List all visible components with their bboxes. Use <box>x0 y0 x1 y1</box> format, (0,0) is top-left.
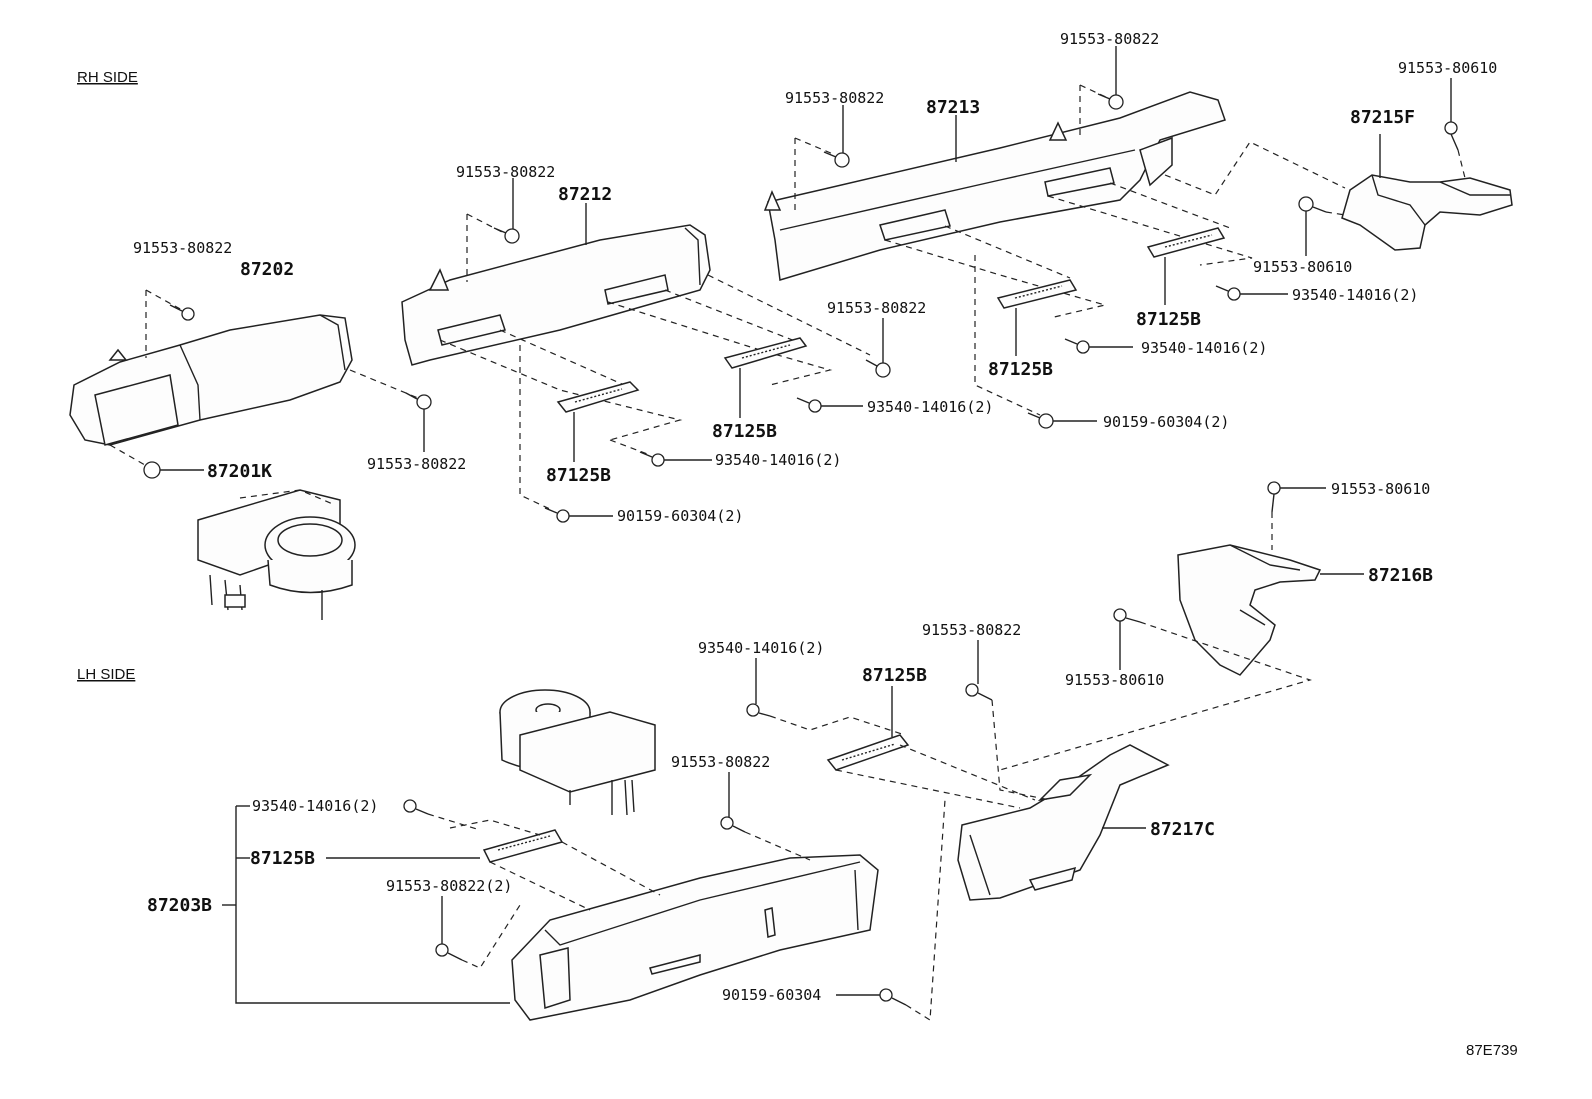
label-87213: 87213 <box>926 97 980 118</box>
label-90159-c: 90159-60304 <box>722 986 821 1004</box>
label-93540-b: 93540-14016(2) <box>867 398 993 416</box>
blower-motor-lh <box>499 689 656 816</box>
label-91553-80822-2: 91553-80822(2) <box>386 877 512 895</box>
label-91553-80610-b: 91553-80610 <box>1253 258 1352 276</box>
label-93540-e: 93540-14016(2) <box>698 639 824 657</box>
label-91553-80822-f: 91553-80822 <box>827 299 926 317</box>
label-91553-80610-c: 91553-80610 <box>1331 480 1430 498</box>
bolt-icon <box>965 683 993 701</box>
label-87212: 87212 <box>558 184 612 205</box>
screw-icon <box>1215 285 1241 301</box>
screw-icon <box>1064 338 1090 354</box>
label-93540-a: 93540-14016(2) <box>715 451 841 469</box>
plug-icon <box>143 461 161 479</box>
label-91553-80822-e: 91553-80822 <box>1060 30 1159 48</box>
screw-icon <box>746 703 771 717</box>
label-87125b-f: 87125B <box>250 848 315 869</box>
bolt-icon <box>493 227 520 244</box>
duct-87216b <box>1177 544 1322 676</box>
label-87216b: 87216B <box>1368 565 1433 586</box>
label-87125b-c: 87125B <box>988 359 1053 380</box>
bolt-icon <box>1298 196 1327 213</box>
bolt-icon <box>1113 608 1141 623</box>
label-87201k: 87201K <box>207 461 272 482</box>
duct-87217c <box>957 744 1170 901</box>
register-icon <box>996 279 1078 309</box>
label-90159-b: 90159-60304(2) <box>1103 413 1229 431</box>
label-91553-80822-h: 91553-80822 <box>671 753 770 771</box>
bolt-icon <box>823 151 850 168</box>
label-87203b: 87203B <box>147 895 212 916</box>
register-icon <box>556 381 640 413</box>
duct-87202 <box>69 314 353 446</box>
clip-icon <box>879 988 907 1006</box>
register-icon <box>826 734 910 771</box>
bolt-icon <box>1444 121 1459 151</box>
register-icon <box>723 337 808 369</box>
label-87202: 87202 <box>240 259 294 280</box>
lh-side-title: LH SIDE <box>77 666 135 683</box>
register-icon <box>482 829 564 863</box>
bolt-icon <box>169 304 195 321</box>
label-87125b-e: 87125B <box>862 665 927 686</box>
label-91553-80822-d: 91553-80822 <box>785 89 884 107</box>
label-87217c: 87217C <box>1150 819 1215 840</box>
duct-87212 <box>401 224 711 366</box>
bolt-icon <box>435 943 463 961</box>
bolt-icon <box>405 392 432 410</box>
clip-icon <box>544 507 570 523</box>
register-icon <box>1146 227 1226 258</box>
label-87125b-a: 87125B <box>546 465 611 486</box>
duct-87213 <box>763 91 1226 281</box>
bolt-icon <box>1267 481 1281 513</box>
label-93540-f: 93540-14016(2) <box>252 797 378 815</box>
rh-side-title: RH SIDE <box>77 69 138 86</box>
screw-icon <box>639 451 665 467</box>
duct-87215f <box>1341 174 1513 251</box>
bolt-icon <box>865 359 891 378</box>
label-91553-80610-a: 91553-80610 <box>1398 59 1497 77</box>
label-93540-d: 93540-14016(2) <box>1292 286 1418 304</box>
label-93540-c: 93540-14016(2) <box>1141 339 1267 357</box>
label-91553-80822-g: 91553-80822 <box>922 621 1021 639</box>
screw-icon <box>403 799 429 815</box>
label-87125b-d: 87125B <box>1136 309 1201 330</box>
label-87215f: 87215F <box>1350 107 1415 128</box>
blower-motor <box>197 489 356 620</box>
label-87125b-b: 87125B <box>712 421 777 442</box>
label-91553-80610-d: 91553-80610 <box>1065 671 1164 689</box>
label-91553-80822-a: 91553-80822 <box>133 239 232 257</box>
screw-icon <box>796 397 822 413</box>
diagram-code: 87E739 <box>1466 1042 1518 1059</box>
label-90159-a: 90159-60304(2) <box>617 507 743 525</box>
label-91553-80822-b: 91553-80822 <box>367 455 466 473</box>
bolt-icon <box>720 816 746 833</box>
clip-icon <box>1027 412 1054 429</box>
bolt-icon <box>1097 93 1124 110</box>
duct-87203b <box>511 854 879 1021</box>
label-91553-80822-c: 91553-80822 <box>456 163 555 181</box>
